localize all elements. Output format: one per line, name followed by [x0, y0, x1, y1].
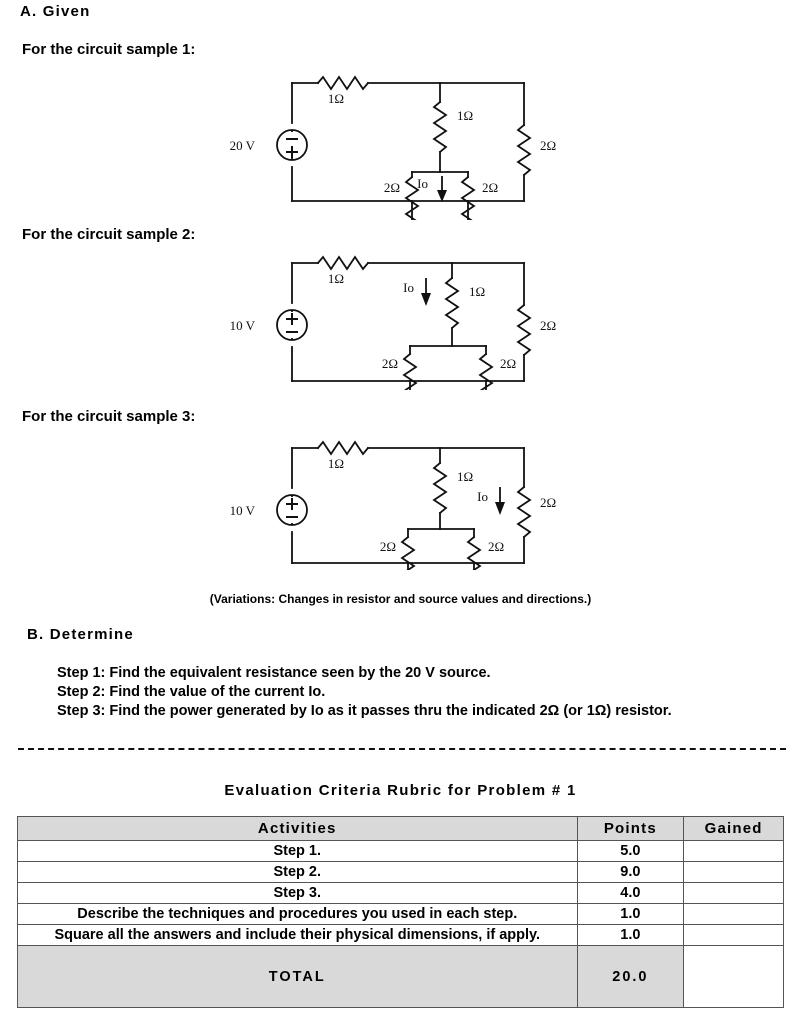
section-divider	[18, 748, 786, 750]
voltage-source-3	[276, 494, 308, 526]
source-3-label: 10 V	[230, 503, 256, 518]
circuit-sample-3-diagram: 10 V 1Ω 1Ω 2Ω 2Ω 2Ω Io	[230, 435, 580, 570]
circuit-1-svg: 20 V 1Ω 1Ω 2Ω 2Ω 2Ω Io	[230, 75, 556, 220]
cell-gained-input[interactable]	[683, 924, 784, 946]
cell-points: 9.0	[576, 861, 685, 883]
current-arrow-io-3	[495, 487, 505, 515]
lead-sample-3: For the circuit sample 3:	[22, 408, 196, 425]
lead-sample-1: For the circuit sample 1:	[22, 41, 196, 58]
cell-points: 5.0	[576, 840, 685, 862]
r-right-par-3-label: 2Ω	[488, 539, 504, 554]
circuit-2-svg: 10 V 1Ω 1Ω 2Ω 2Ω 2Ω Io	[230, 255, 556, 390]
r-series-1-label: 1Ω	[328, 91, 344, 106]
cell-total-label: TOTAL	[17, 945, 578, 1008]
circuit-sample-2-diagram: 10 V 1Ω 1Ω 2Ω 2Ω 2Ω Io	[230, 250, 580, 390]
cell-gained-input[interactable]	[683, 861, 784, 883]
cell-activity: Square all the answers and include their…	[17, 924, 578, 946]
determine-step-2: Step 2: Find the value of the current Io…	[57, 684, 326, 700]
section-heading-determine: B. Determine	[27, 626, 134, 643]
r-far-right-1-label: 2Ω	[540, 138, 556, 153]
determine-step-1: Step 1: Find the equivalent resistance s…	[57, 665, 491, 681]
column-header-activities: Activities	[17, 816, 578, 841]
r-series-3-label: 1Ω	[328, 456, 344, 471]
cell-activity: Step 3.	[17, 882, 578, 904]
r-left-par-1-label: 2Ω	[384, 180, 400, 195]
cell-points: 4.0	[576, 882, 685, 904]
voltage-source-2	[276, 309, 308, 341]
io-2-label: Io	[403, 280, 414, 295]
section-heading-given: A. Given	[20, 3, 91, 20]
r-series-2-label: 1Ω	[328, 271, 344, 286]
cell-total-gained-input[interactable]	[683, 945, 784, 1008]
cell-activity: Describe the techniques and procedures y…	[17, 903, 578, 925]
table-row: Step 3. 4.0	[17, 882, 784, 904]
r-right-par-1-label: 2Ω	[482, 180, 498, 195]
column-header-gained: Gained	[683, 816, 784, 841]
table-header-row: Activities Points Gained	[17, 816, 784, 841]
r-mid-1-label: 1Ω	[457, 108, 473, 123]
table-row: Step 1. 5.0	[17, 840, 784, 862]
cell-activity: Step 1.	[17, 840, 578, 862]
io-1-label: Io	[417, 176, 428, 191]
current-arrow-io-2	[421, 278, 431, 306]
cell-points: 1.0	[576, 924, 685, 946]
rubric-title: Evaluation Criteria Rubric for Problem #…	[224, 782, 577, 799]
io-3-label: Io	[477, 489, 488, 504]
table-row: Step 2. 9.0	[17, 861, 784, 883]
cell-total-points: 20.0	[576, 945, 685, 1008]
table-row: Describe the techniques and procedures y…	[17, 903, 784, 925]
r-mid-3-label: 1Ω	[457, 469, 473, 484]
r-far-right-2-label: 2Ω	[540, 318, 556, 333]
cell-points: 1.0	[576, 903, 685, 925]
r-left-par-2-label: 2Ω	[382, 356, 398, 371]
cell-gained-input[interactable]	[683, 903, 784, 925]
lead-sample-2: For the circuit sample 2:	[22, 226, 196, 243]
cell-gained-input[interactable]	[683, 840, 784, 862]
source-1-label: 20 V	[230, 138, 256, 153]
determine-step-3: Step 3: Find the power generated by Io a…	[57, 703, 672, 719]
current-arrow-io-1	[437, 176, 447, 202]
r-far-right-3-label: 2Ω	[540, 495, 556, 510]
r-mid-2-label: 1Ω	[469, 284, 485, 299]
circuit-3-svg: 10 V 1Ω 1Ω 2Ω 2Ω 2Ω Io	[230, 440, 556, 570]
cell-activity: Step 2.	[17, 861, 578, 883]
rubric-table: Activities Points Gained Step 1. 5.0 Ste…	[17, 816, 784, 1008]
r-left-par-3-label: 2Ω	[380, 539, 396, 554]
cell-gained-input[interactable]	[683, 882, 784, 904]
source-2-label: 10 V	[230, 318, 256, 333]
column-header-points: Points	[576, 816, 685, 841]
table-row: Square all the answers and include their…	[17, 924, 784, 946]
voltage-source-1	[276, 129, 308, 161]
table-row-total: TOTAL 20.0	[17, 945, 784, 1008]
variations-note: (Variations: Changes in resistor and sou…	[209, 592, 592, 606]
circuit-sample-1-diagram: 20 V 1Ω 1Ω 2Ω 2Ω 2Ω Io	[230, 70, 580, 220]
r-right-par-2-label: 2Ω	[500, 356, 516, 371]
